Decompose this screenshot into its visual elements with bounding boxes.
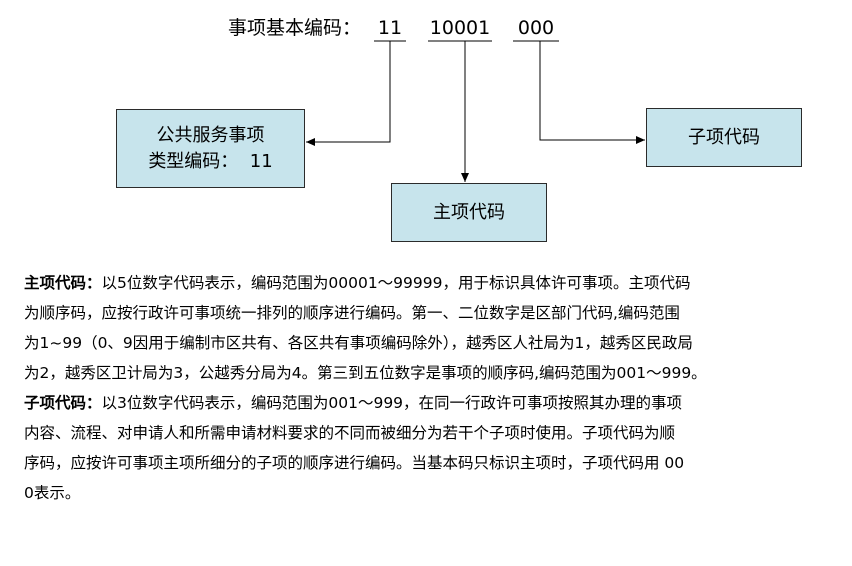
arrow-to-type-code	[306, 41, 391, 146]
code-segment-main: 10001	[429, 17, 491, 39]
sub-code-desc-line-1: 子项代码：以3位数字代码表示，编码范围为001～999，在同一行政许可事项按照其…	[24, 394, 683, 412]
main-code-desc-line-2: 为顺序码，应按行政许可事项统一排列的顺序进行编码。第一、二位数字是区部门代码,编…	[24, 304, 680, 322]
main-code-box: 主项代码	[391, 183, 547, 242]
main-code-term: 主项代码：	[24, 274, 102, 292]
main-code-desc-line-3: 为1~99（0、9因用于编制市区共有、各区共有事项编码除外），越秀区人社局为1，…	[24, 334, 693, 352]
type-code-line2: 类型编码： 11	[148, 150, 273, 172]
sub-code-desc-line-3: 序码，应按许可事项主项所细分的子项的顺序进行编码。当基本码只标识主项时，子项代码…	[24, 454, 685, 472]
sub-code-term: 子项代码：	[24, 394, 102, 412]
code-segment-sub: 000	[517, 17, 555, 39]
type-code-box: 公共服务事项 类型编码： 11	[116, 109, 305, 188]
type-code-line1: 公共服务事项	[156, 124, 265, 146]
main-code-label: 主项代码	[433, 201, 505, 223]
sub-code-desc-line-2: 内容、流程、对申请人和所需申请材料要求的不同而被细分为若干个子项时使用。子项代码…	[24, 424, 676, 442]
main-code-desc-line-1: 主项代码：以5位数字代码表示，编码范围为00001～99999，用于标识具体许可…	[24, 274, 691, 292]
sub-code-box: 子项代码	[646, 108, 802, 167]
arrow-to-sub-code	[539, 41, 645, 144]
description-text: 主项代码：以5位数字代码表示，编码范围为00001～99999，用于标识具体许可…	[24, 268, 842, 508]
code-segment-type: 11	[377, 17, 403, 39]
sub-code-label: 子项代码	[688, 126, 760, 148]
sub-code-desc-line-4: 0表示。	[24, 484, 81, 502]
main-code-desc-line-4: 为2，越秀区卫计局为3，公越秀分局为4。第三到五位数字是事项的顺序码,编码范围为…	[24, 364, 707, 382]
code-header-label: 事项基本编码：	[228, 17, 362, 39]
